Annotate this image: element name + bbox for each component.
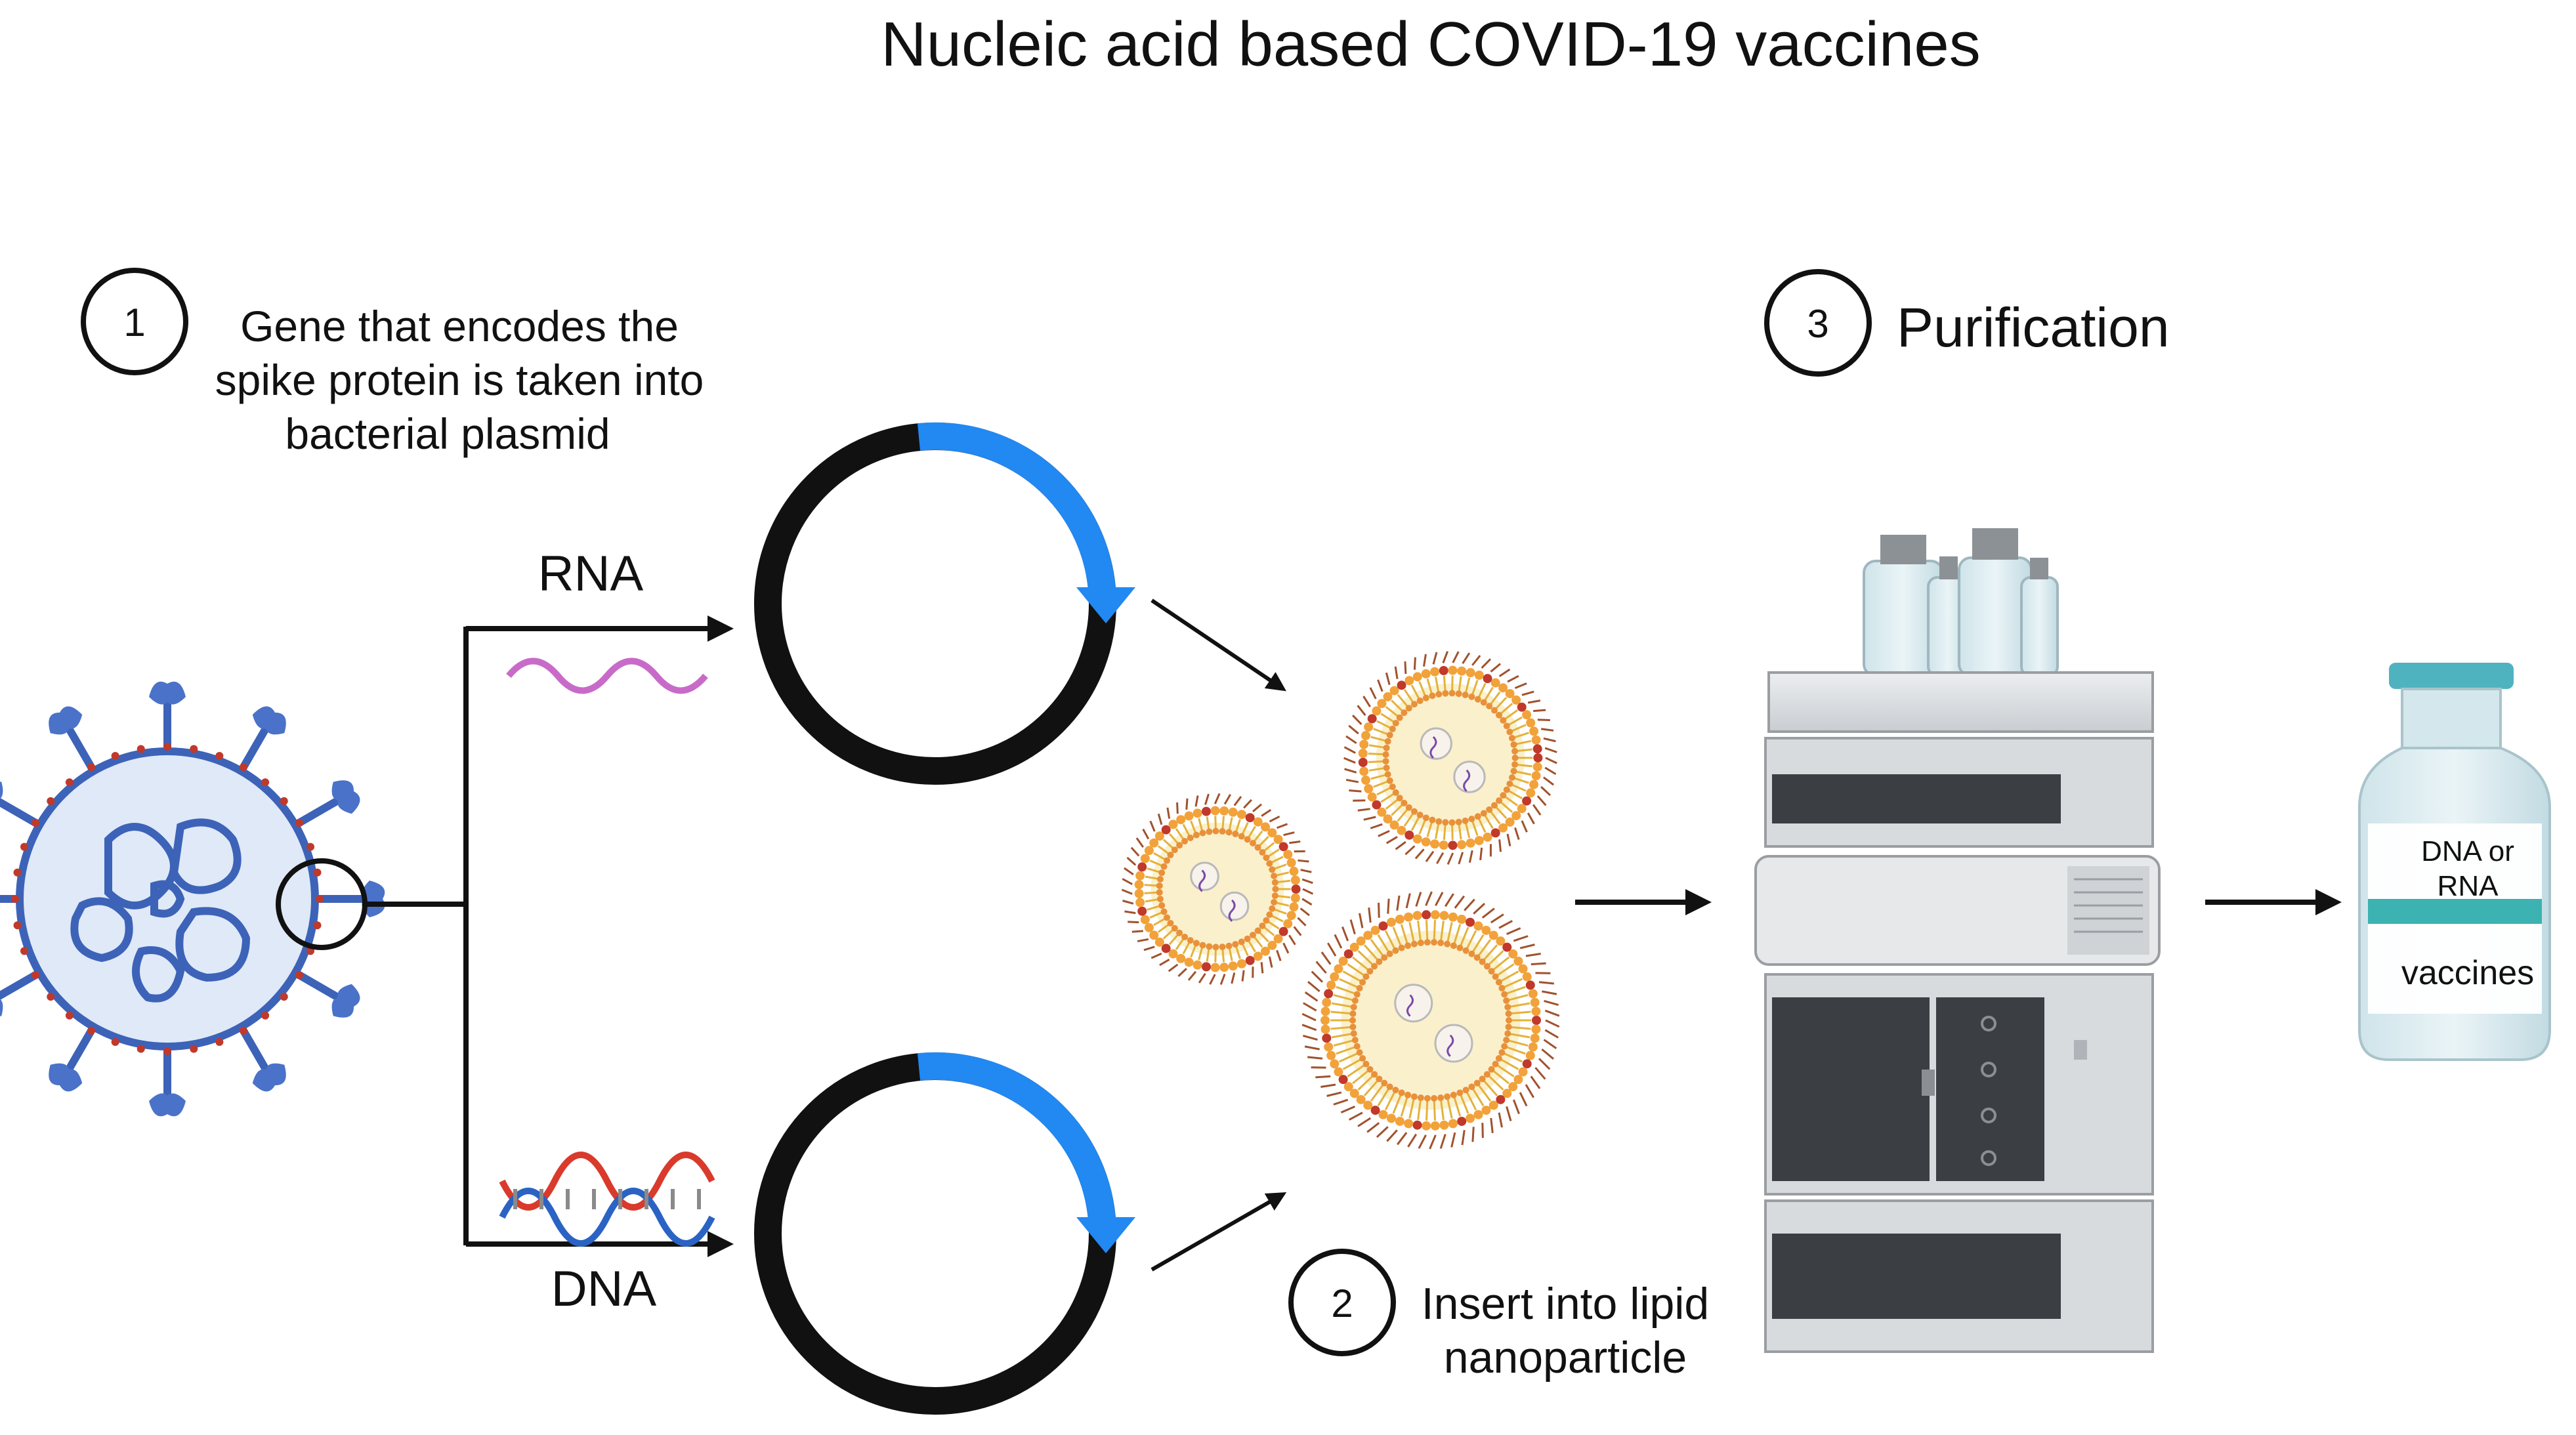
step-2-line-2: nanoparticle bbox=[1444, 1333, 1687, 1383]
dna-plasmid bbox=[754, 1052, 1135, 1415]
step-2-badge bbox=[1288, 1249, 1396, 1356]
rna-to-lnp-arrow bbox=[1151, 598, 1286, 692]
vial-cap bbox=[2389, 663, 2514, 689]
step-1-line-2: spike protein is taken into bbox=[215, 356, 704, 404]
vaccine-vial: DNA or RNA vaccines bbox=[2358, 663, 2551, 1061]
step-1-line-3: bacterial plasmid bbox=[285, 409, 610, 458]
step-2: 2 Insert into lipid nanoparticle bbox=[1288, 1249, 1709, 1383]
step-1-badge bbox=[81, 268, 188, 375]
step-3-label: Purification bbox=[1897, 297, 2170, 358]
rna-strand-icon bbox=[506, 657, 708, 694]
rna-plasmid bbox=[754, 422, 1135, 785]
step-1: 1 Gene that encodes the spike protein is… bbox=[81, 268, 704, 458]
dna-helix-icon bbox=[499, 1152, 715, 1247]
dna-to-lnp-arrow bbox=[1151, 1192, 1287, 1272]
vial-label-line-1: DNA or bbox=[2421, 835, 2514, 867]
step-2-line-1: Insert into lipid bbox=[1422, 1279, 1709, 1329]
lipid-nanoparticle-2 bbox=[1343, 651, 1557, 865]
vial-label-line-2: RNA bbox=[2438, 870, 2499, 902]
rna-label: RNA bbox=[538, 546, 644, 602]
lipid-nanoparticle-3 bbox=[1301, 891, 1560, 1150]
step-3-badge bbox=[1764, 269, 1872, 377]
vial-stripe bbox=[2368, 899, 2542, 924]
purification-instrument bbox=[1754, 528, 2161, 1353]
step-2-number: 2 bbox=[1331, 1281, 1353, 1325]
coronavirus-illustration bbox=[0, 681, 385, 1117]
vial-label-vaccines: vaccines bbox=[2401, 954, 2534, 992]
step-3-number: 3 bbox=[1807, 302, 1828, 346]
step-1-line-1: Gene that encodes the bbox=[240, 302, 679, 350]
diagram-title: Nucleic acid based COVID-19 vaccines bbox=[881, 9, 1980, 79]
lipid-nanoparticle-1 bbox=[1121, 793, 1314, 986]
step-3: 3 Purification bbox=[1764, 269, 2170, 377]
branch-connector bbox=[365, 615, 734, 1257]
step-1-number: 1 bbox=[123, 301, 145, 344]
solvent-bottles bbox=[1863, 528, 2059, 677]
dna-label: DNA bbox=[551, 1261, 657, 1317]
